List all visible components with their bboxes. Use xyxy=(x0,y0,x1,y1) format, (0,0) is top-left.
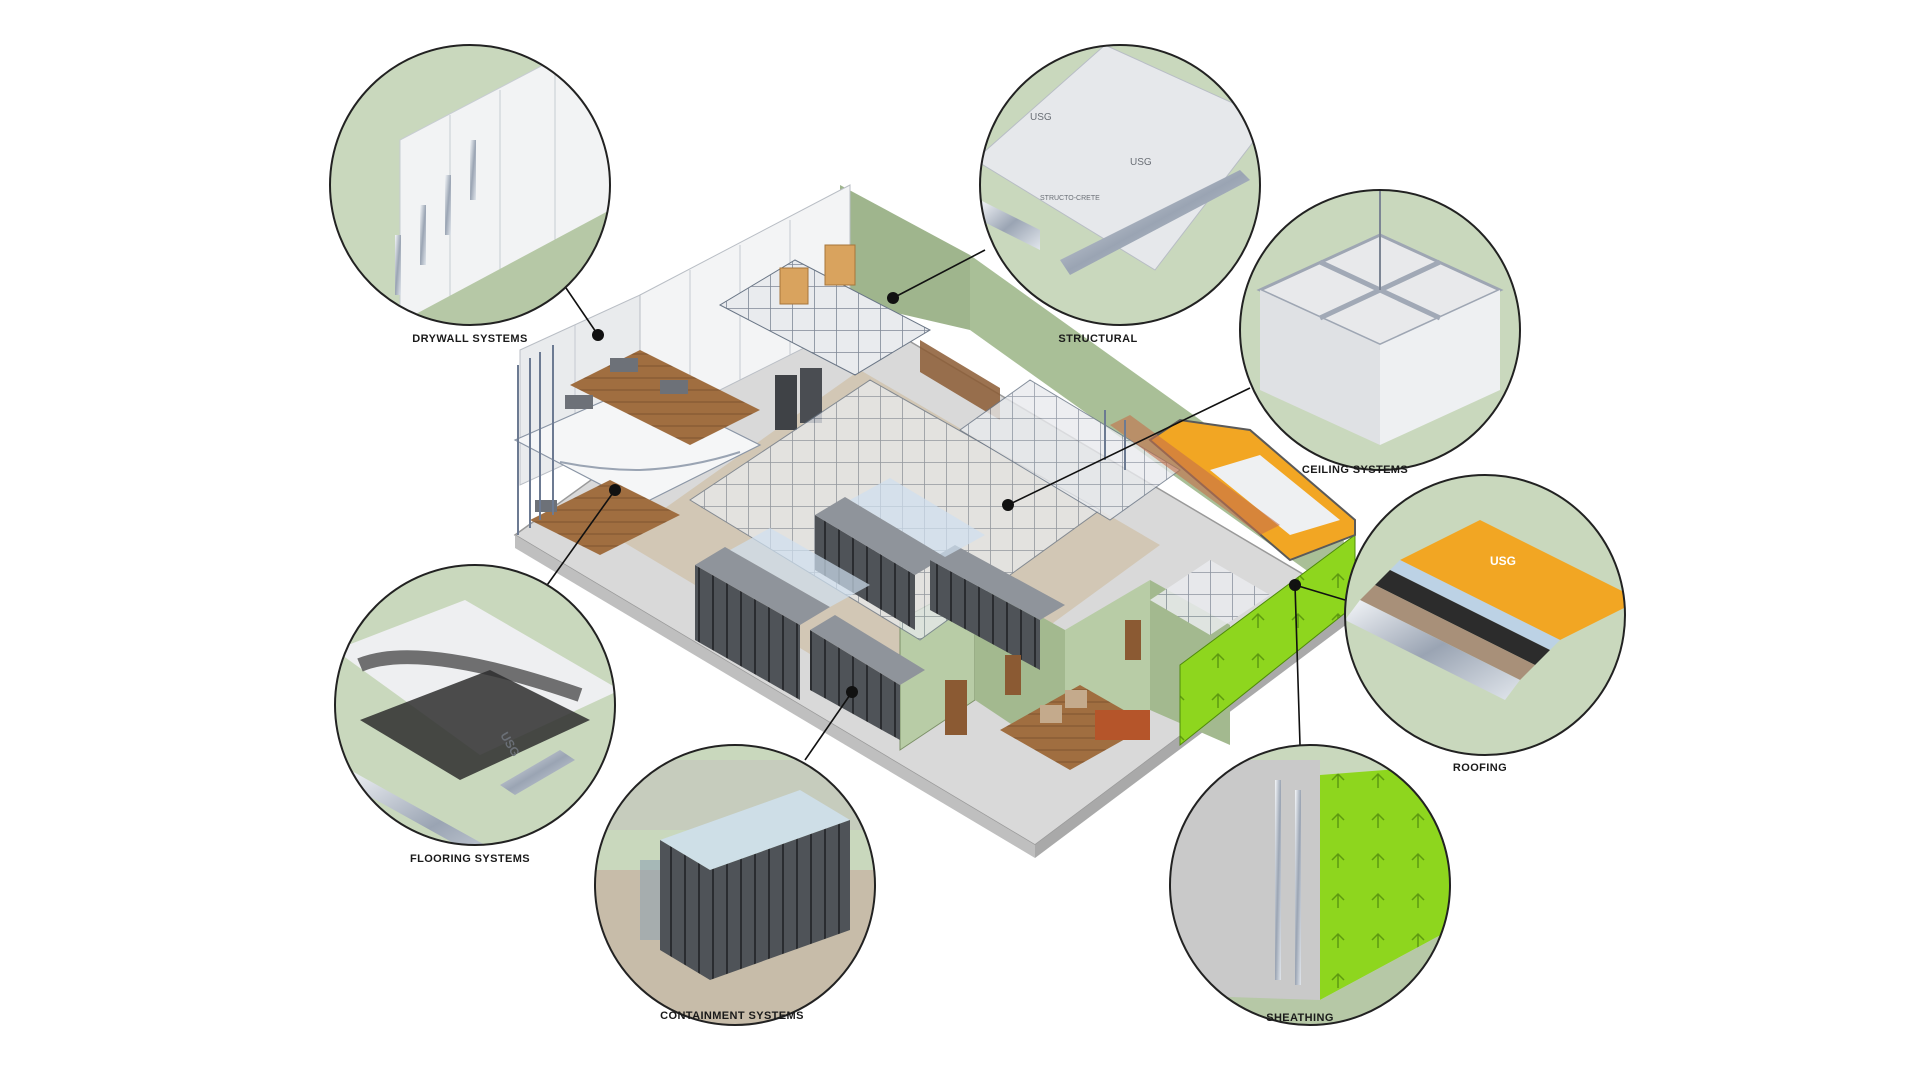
ceiling-systems-label: CEILING SYSTEMS xyxy=(1301,464,1409,476)
roofing-callout: USG xyxy=(1344,474,1626,756)
drywall-systems-label: DRYWALL SYSTEMS xyxy=(412,333,528,345)
structural-label: STRUCTURAL xyxy=(1058,333,1138,345)
ceiling-callout xyxy=(1239,189,1521,471)
usg-mark: USG xyxy=(1130,157,1152,168)
usg-mark: USG xyxy=(1030,112,1052,123)
server-racks xyxy=(695,478,1065,740)
structo-crete-mark: STRUCTO-CRETE xyxy=(1040,195,1100,202)
flooring-systems-label: FLOORING SYSTEMS xyxy=(409,853,531,865)
sheathing-label: SHEATHING xyxy=(1266,1012,1334,1024)
usg-mark: USG xyxy=(1490,554,1516,568)
structural-callout: USG USG STRUCTO-CRETE xyxy=(979,44,1261,326)
containment-systems-label: CONTAINMENT SYSTEMS xyxy=(660,1010,804,1022)
roofing-label: ROOFING xyxy=(1452,762,1508,774)
flooring-callout: USG xyxy=(334,564,616,846)
building-model xyxy=(513,184,1357,858)
sheathing-callout xyxy=(1169,744,1451,1026)
containment-callout xyxy=(594,744,876,1026)
drywall-callout xyxy=(329,44,611,326)
callout-leaders xyxy=(539,249,1346,761)
